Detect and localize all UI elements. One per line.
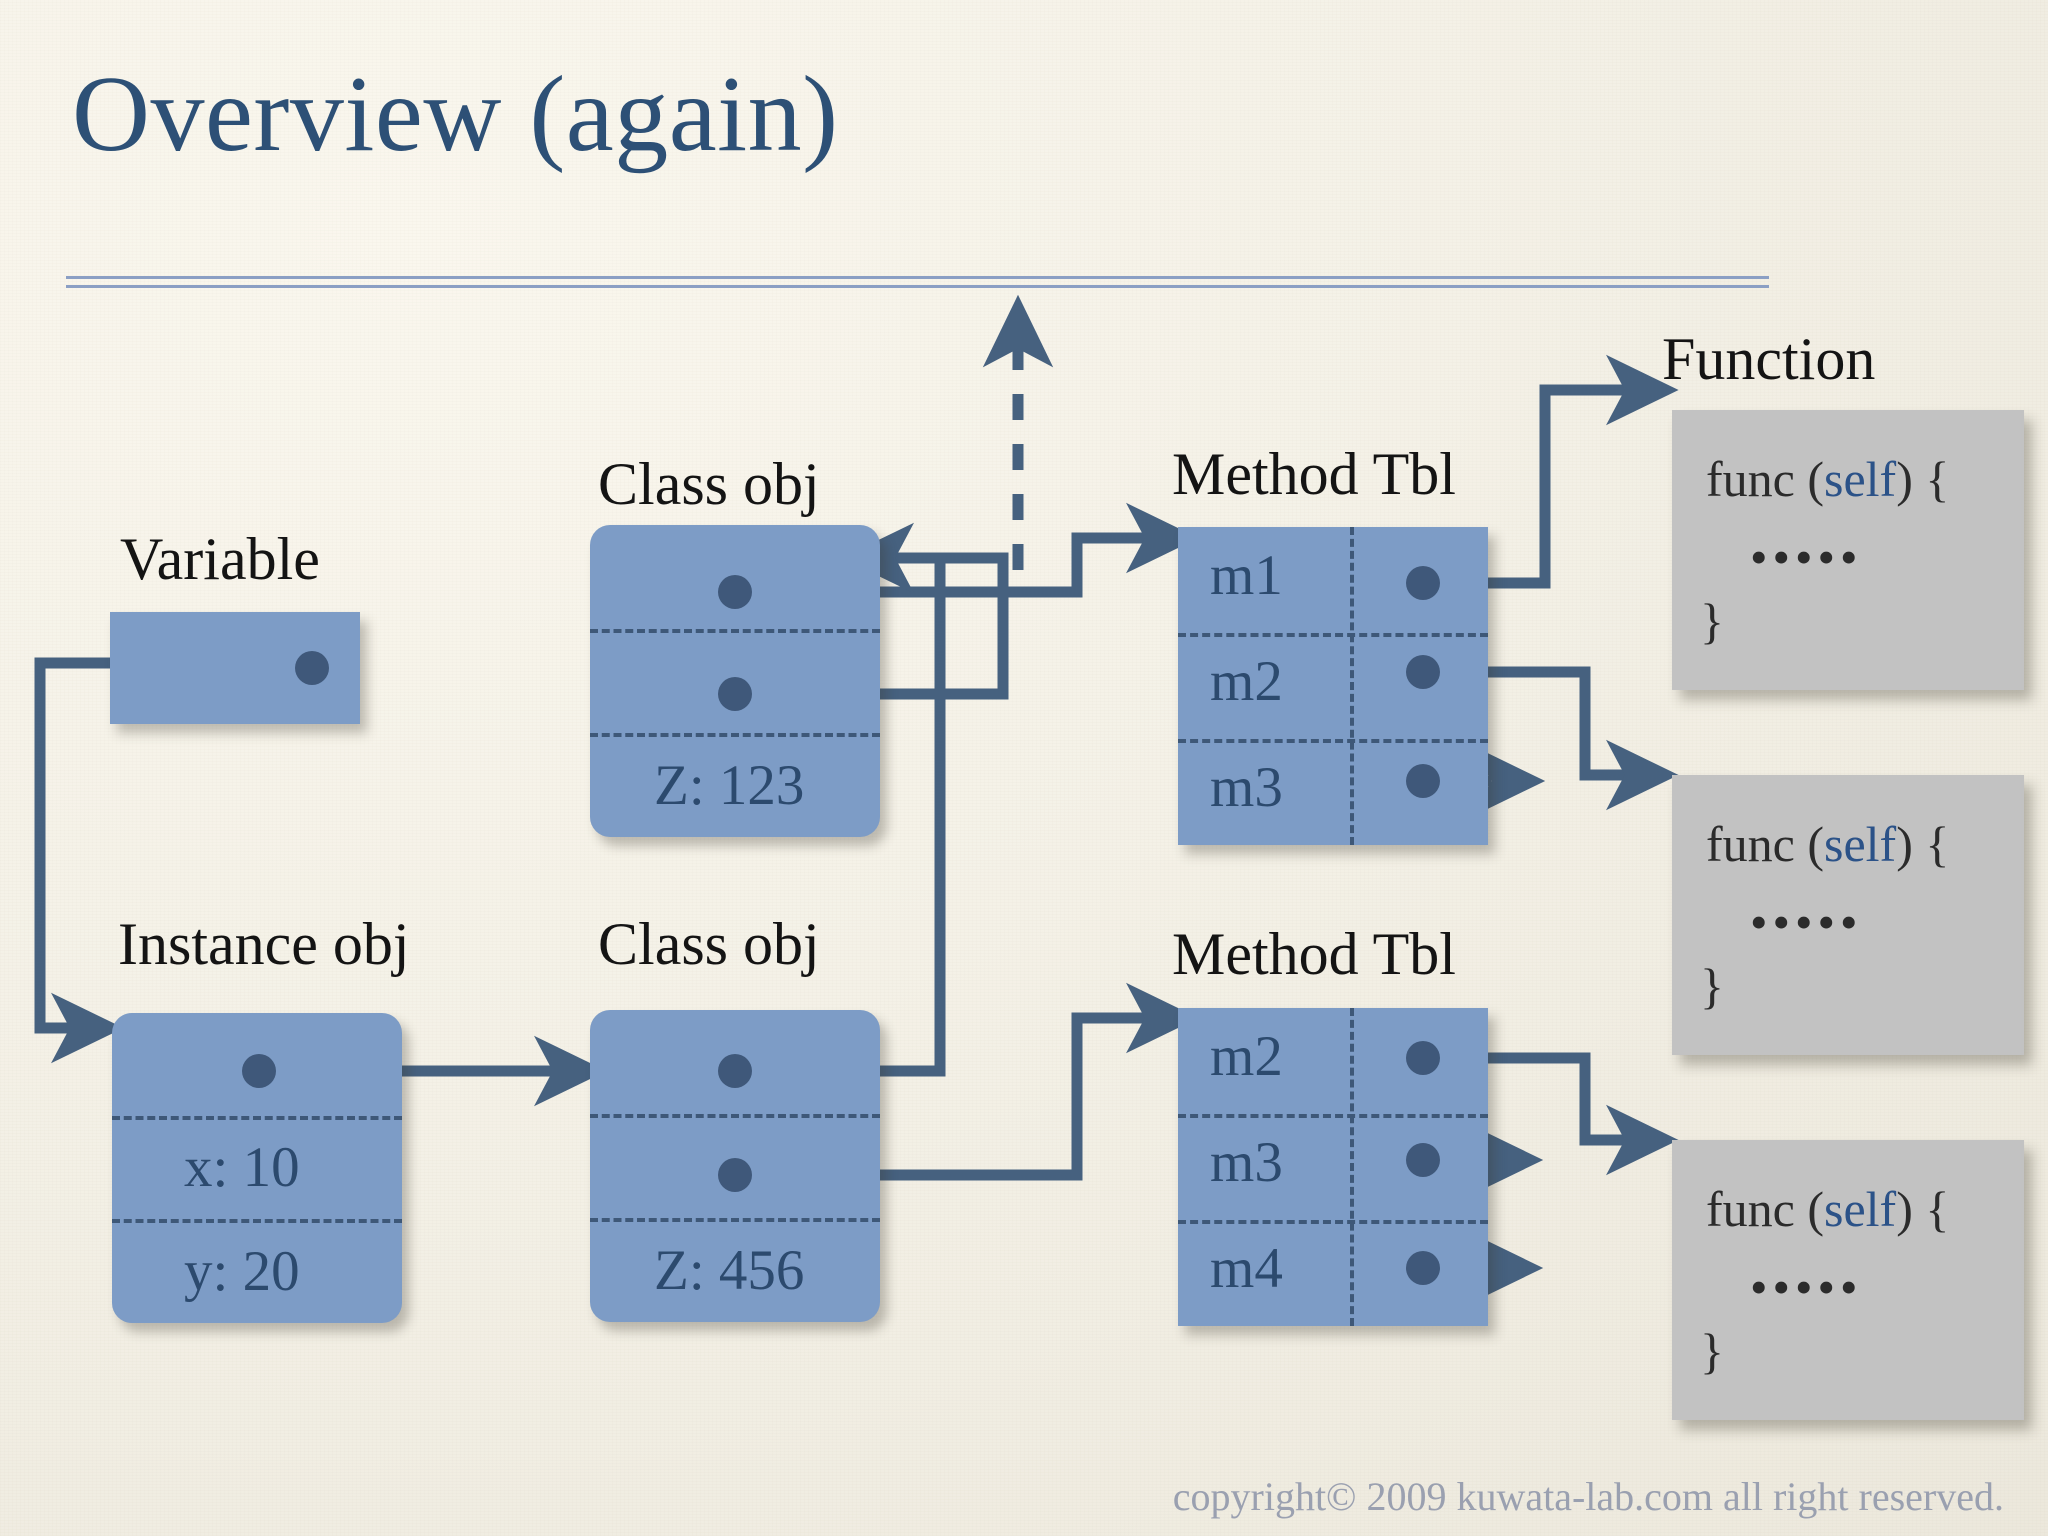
class-bottom-divider-2: [590, 1218, 880, 1222]
method-top-row-1-dot: [1406, 655, 1440, 689]
method-tbl-top-box[interactable]: m1 m2 m3: [1178, 527, 1488, 845]
method-bottom-row-divider-1: [1178, 1114, 1488, 1118]
function-box-3[interactable]: func (self) { ••••• }: [1672, 1140, 2024, 1420]
function-3-sig-prefix: func (: [1706, 1181, 1824, 1237]
function-3-sig-suffix: ) {: [1896, 1181, 1950, 1237]
function-1-sig-suffix: ) {: [1896, 451, 1950, 507]
instance-divider-1: [112, 1116, 402, 1120]
function-1-self-keyword: self: [1824, 451, 1897, 507]
method-top-row-divider-2: [1178, 739, 1488, 743]
function-1-signature: func (self) {: [1706, 450, 1949, 508]
function-2-sig-prefix: func (: [1706, 816, 1824, 872]
method-bottom-row-0-dot: [1406, 1041, 1440, 1075]
rule-line-top: [66, 276, 1769, 279]
class-bottom-slot-z: Z: 456: [654, 1239, 805, 1302]
caption-variable: Variable: [120, 526, 320, 592]
function-2-self-keyword: self: [1824, 816, 1897, 872]
instance-slot-x: x: 10: [184, 1136, 300, 1199]
function-box-2[interactable]: func (self) { ••••• }: [1672, 775, 2024, 1055]
class-top-methodtbl-pointer-dot: [718, 575, 752, 609]
caption-method-tbl-bottom: Method Tbl: [1172, 921, 1456, 987]
method-top-row-0-dot: [1406, 566, 1440, 600]
method-top-row-2-name: m3: [1210, 756, 1283, 819]
rule-line-bottom: [66, 285, 1769, 288]
method-top-row-1-name: m2: [1210, 650, 1283, 713]
caption-class-obj-top: Class obj: [598, 451, 820, 517]
function-3-self-keyword: self: [1824, 1181, 1897, 1237]
class-top-divider-1: [590, 629, 880, 633]
class-top-superclass-pointer-dot: [718, 677, 752, 711]
wire-classobj-bottom-methodtbl: [738, 982, 1199, 1181]
class-bottom-divider-1: [590, 1114, 880, 1118]
class-bottom-superclass-pointer-dot: [718, 1054, 752, 1088]
class-obj-top-box[interactable]: Z: 123: [590, 525, 880, 837]
function-1-body-ellipsis: •••••: [1750, 529, 1863, 585]
class-top-slot-z: Z: 123: [654, 754, 805, 817]
caption-instance-obj: Instance obj: [118, 911, 410, 977]
method-bottom-row-1-dot: [1406, 1143, 1440, 1177]
class-bottom-methodtbl-pointer-dot: [718, 1158, 752, 1192]
function-3-closing-brace: }: [1700, 1323, 1724, 1379]
method-bottom-row-1-name: m3: [1210, 1131, 1283, 1194]
caption-class-obj-bottom: Class obj: [598, 911, 820, 977]
class-obj-bottom-box[interactable]: Z: 456: [590, 1010, 880, 1322]
instance-slot-y: y: 20: [184, 1240, 300, 1303]
function-2-body-ellipsis: •••••: [1750, 894, 1863, 950]
method-top-column-divider: [1350, 527, 1354, 845]
function-2-closing-brace: }: [1700, 958, 1724, 1014]
function-3-signature: func (self) {: [1706, 1180, 1949, 1238]
instance-obj-box[interactable]: x: 10 y: 20: [112, 1013, 402, 1323]
method-bottom-row-0-name: m2: [1210, 1025, 1283, 1088]
caption-function: Function: [1662, 326, 1876, 392]
method-top-row-divider-1: [1178, 633, 1488, 637]
method-bottom-row-divider-2: [1178, 1220, 1488, 1224]
function-1-sig-prefix: func (: [1706, 451, 1824, 507]
function-box-1[interactable]: func (self) { ••••• }: [1672, 410, 2024, 690]
variable-box[interactable]: [110, 612, 360, 724]
wire-m2-bottom-to-function3: [1425, 1052, 1679, 1176]
method-bottom-column-divider: [1350, 1008, 1354, 1326]
instance-divider-2: [112, 1219, 402, 1223]
method-top-row-0-name: m1: [1210, 544, 1283, 607]
wire-m2-to-function2: [1425, 666, 1679, 811]
caption-method-tbl-top: Method Tbl: [1172, 441, 1456, 507]
function-2-signature: func (self) {: [1706, 815, 1949, 873]
method-bottom-row-2-dot: [1406, 1251, 1440, 1285]
function-3-body-ellipsis: •••••: [1750, 1259, 1863, 1315]
method-bottom-row-2-name: m4: [1210, 1237, 1283, 1300]
title-divider-rule: [66, 276, 1769, 288]
function-1-closing-brace: }: [1700, 593, 1724, 649]
method-tbl-bottom-box[interactable]: m2 m3 m4: [1178, 1008, 1488, 1326]
copyright-footer: copyright© 2009 kuwata-lab.com all right…: [1172, 1474, 2004, 1519]
instance-class-pointer-dot: [242, 1054, 276, 1088]
method-top-row-2-dot: [1406, 764, 1440, 798]
class-top-divider-2: [590, 733, 880, 737]
page-title: Overview (again): [72, 55, 839, 174]
variable-pointer-dot: [295, 651, 329, 685]
function-2-sig-suffix: ) {: [1896, 816, 1950, 872]
